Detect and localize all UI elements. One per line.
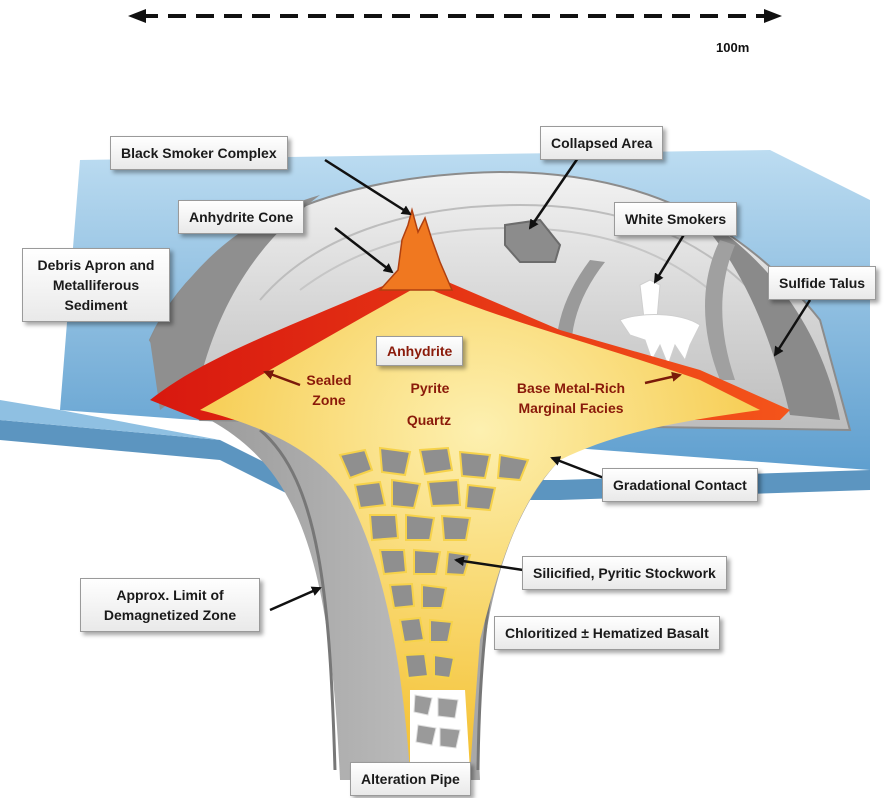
zone-anhydrite: Anhydrite — [376, 336, 463, 366]
zone-quartz: Quartz — [396, 410, 462, 430]
label-black-smoker-complex: Black Smoker Complex — [110, 136, 288, 170]
scale-bar — [128, 9, 782, 23]
label-sulfide-talus: Sulfide Talus — [768, 266, 876, 300]
label-stockwork: Silicified, Pyritic Stockwork — [522, 556, 727, 590]
label-chloritized-basalt: Chloritized ± Hematized Basalt — [494, 616, 720, 650]
zone-pyrite: Pyrite — [400, 378, 460, 398]
label-white-smokers: White Smokers — [614, 202, 737, 236]
scale-label: 100m — [716, 40, 749, 55]
label-debris-apron: Debris Apron and Metalliferous Sediment — [22, 248, 170, 322]
label-alteration-pipe: Alteration Pipe — [350, 762, 471, 796]
label-anhydrite-cone: Anhydrite Cone — [178, 200, 304, 234]
label-gradational-contact: Gradational Contact — [602, 468, 758, 502]
label-demagnetized-zone: Approx. Limit of Demagnetized Zone — [80, 578, 260, 632]
zone-base-metal: Base Metal-Rich Marginal Facies — [496, 378, 646, 418]
label-collapsed-area: Collapsed Area — [540, 126, 663, 160]
zone-sealed: Sealed Zone — [296, 370, 362, 410]
